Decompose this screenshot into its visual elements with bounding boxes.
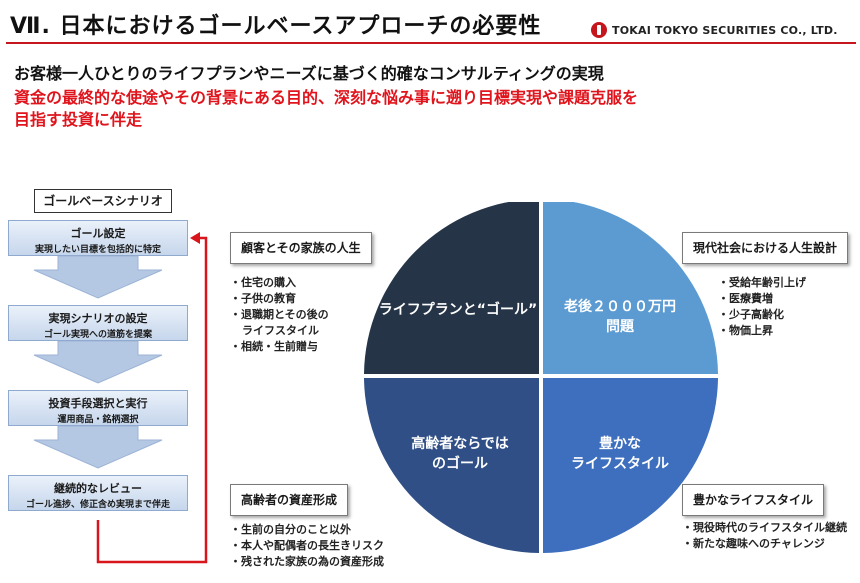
header-divider <box>6 42 856 44</box>
quadrant-bottom-left-line-2: のゴール <box>432 456 488 472</box>
family-life-box: 顧客とその家族の人生 <box>230 232 372 264</box>
feedback-loop-line <box>96 236 208 564</box>
rich-lifestyle-list: 現役時代のライフスタイル継続 新たな趣味へのチャレンジ <box>682 520 847 552</box>
elderly-assets-list: 生前の自分のこと以外 本人や配偶者の長生きリスク 残された家族の為の資産形成 <box>230 522 384 570</box>
scenario-step-review: 継続的なレビュー ゴール進捗、修正含め実現まで伴走 <box>8 475 188 511</box>
modern-society-list: 受給年齢引上げ 医療費増 少子高齢化 物価上昇 <box>718 275 806 339</box>
scenario-step-execution: 投資手段選択と実行 運用商品・銘柄選択 <box>8 390 188 426</box>
list-item: ライフスタイル <box>242 324 319 337</box>
list-item: 子供の教育 <box>230 291 329 307</box>
step-subtitle: 運用商品・銘柄選択 <box>57 415 139 425</box>
logo-mark-icon <box>591 22 607 38</box>
list-item: 生前の自分のこと以外 <box>230 522 384 538</box>
scenario-step-plan: 実現シナリオの設定 ゴール実現への道筋を提案 <box>8 305 188 341</box>
quadrant-bottom-right-label: 豊かな ライフスタイル <box>555 434 685 474</box>
down-arrow-3 <box>33 425 163 469</box>
list-item: 物価上昇 <box>718 323 806 339</box>
logo-text: TOKAI TOKYO SECURITIES CO., LTD. <box>612 23 838 37</box>
step-title: ゴール設定 <box>70 227 126 240</box>
rich-lifestyle-box: 豊かなライフスタイル <box>682 484 825 516</box>
quadrant-top-left-label: ライフプランと“ゴール” <box>378 302 538 318</box>
list-item: 新たな趣味へのチャレンジ <box>682 536 847 552</box>
list-item: 受給年齢引上げ <box>718 275 806 291</box>
quadrant-top-right-label: 老後２０００万円 問題 <box>555 297 685 337</box>
scenario-step-goal-setting: ゴール設定 実現したい目標を包括的に特定 <box>8 220 188 256</box>
quadrant-bottom-left-line-1: 高齢者ならでは <box>411 436 509 452</box>
quadrant-bottom-left <box>364 378 539 553</box>
step-subtitle: 実現したい目標を包括的に特定 <box>34 245 161 255</box>
list-item: 住宅の購入 <box>230 275 329 291</box>
lead-line-3: 目指す投資に伴走 <box>14 110 143 129</box>
list-item: 現役時代のライフスタイル継続 <box>682 520 847 536</box>
step-subtitle: ゴール進捗、修正含め実現まで伴走 <box>25 500 170 510</box>
family-life-list: 住宅の購入 子供の教育 退職期とその後の ライフスタイル 相続・生前贈与 <box>230 275 329 355</box>
quadrant-top-right-line-1: 老後２０００万円 <box>564 299 676 315</box>
page-title: Ⅶ. 日本におけるゴールベースアプローチの必要性 <box>10 14 542 39</box>
list-item: 退職期とその後の <box>230 307 329 323</box>
step-subtitle: ゴール実現への道筋を提案 <box>43 330 152 340</box>
quadrant-top-right <box>543 202 718 374</box>
quadrant-top-left <box>364 202 539 374</box>
company-logo: TOKAI TOKYO SECURITIES CO., LTD. <box>591 22 838 38</box>
feedback-arrowhead-icon <box>190 232 200 244</box>
lead-line-1: お客様一人ひとりのライフプランやニーズに基づく的確なコンサルティングの実現 <box>14 64 604 83</box>
step-title: 継続的なレビュー <box>54 482 142 495</box>
quadrant-bottom-left-label: 高齢者ならでは のゴール <box>385 434 535 474</box>
scenario-label: ゴールベースシナリオ <box>34 189 172 213</box>
step-title: 実現シナリオの設定 <box>48 312 148 325</box>
down-arrow-2 <box>33 340 163 384</box>
list-item: 残された家族の為の資産形成 <box>230 554 384 570</box>
list-item: 少子高齢化 <box>718 307 806 323</box>
list-item: 医療費増 <box>718 291 806 307</box>
step-title: 投資手段選択と実行 <box>48 397 148 410</box>
list-item: 本人や配偶者の長生きリスク <box>230 538 384 554</box>
list-item: 相続・生前贈与 <box>230 339 329 355</box>
quadrant-bottom-right-line-1: 豊かな <box>599 436 641 452</box>
modern-society-box: 現代社会における人生設計 <box>682 232 849 264</box>
lead-line-2: 資金の最終的な使途やその背景にある目的、深刻な悩み事に遡り目標実現や課題克服を <box>14 88 639 107</box>
quadrant-bottom-right-line-2: ライフスタイル <box>571 456 669 472</box>
quadrant-bottom-right <box>543 378 718 553</box>
quadrant-top-right-line-2: 問題 <box>606 319 634 335</box>
down-arrow-1 <box>33 255 163 299</box>
elderly-assets-box: 高齢者の資産形成 <box>230 484 349 516</box>
quadrant-diagram <box>364 202 718 553</box>
